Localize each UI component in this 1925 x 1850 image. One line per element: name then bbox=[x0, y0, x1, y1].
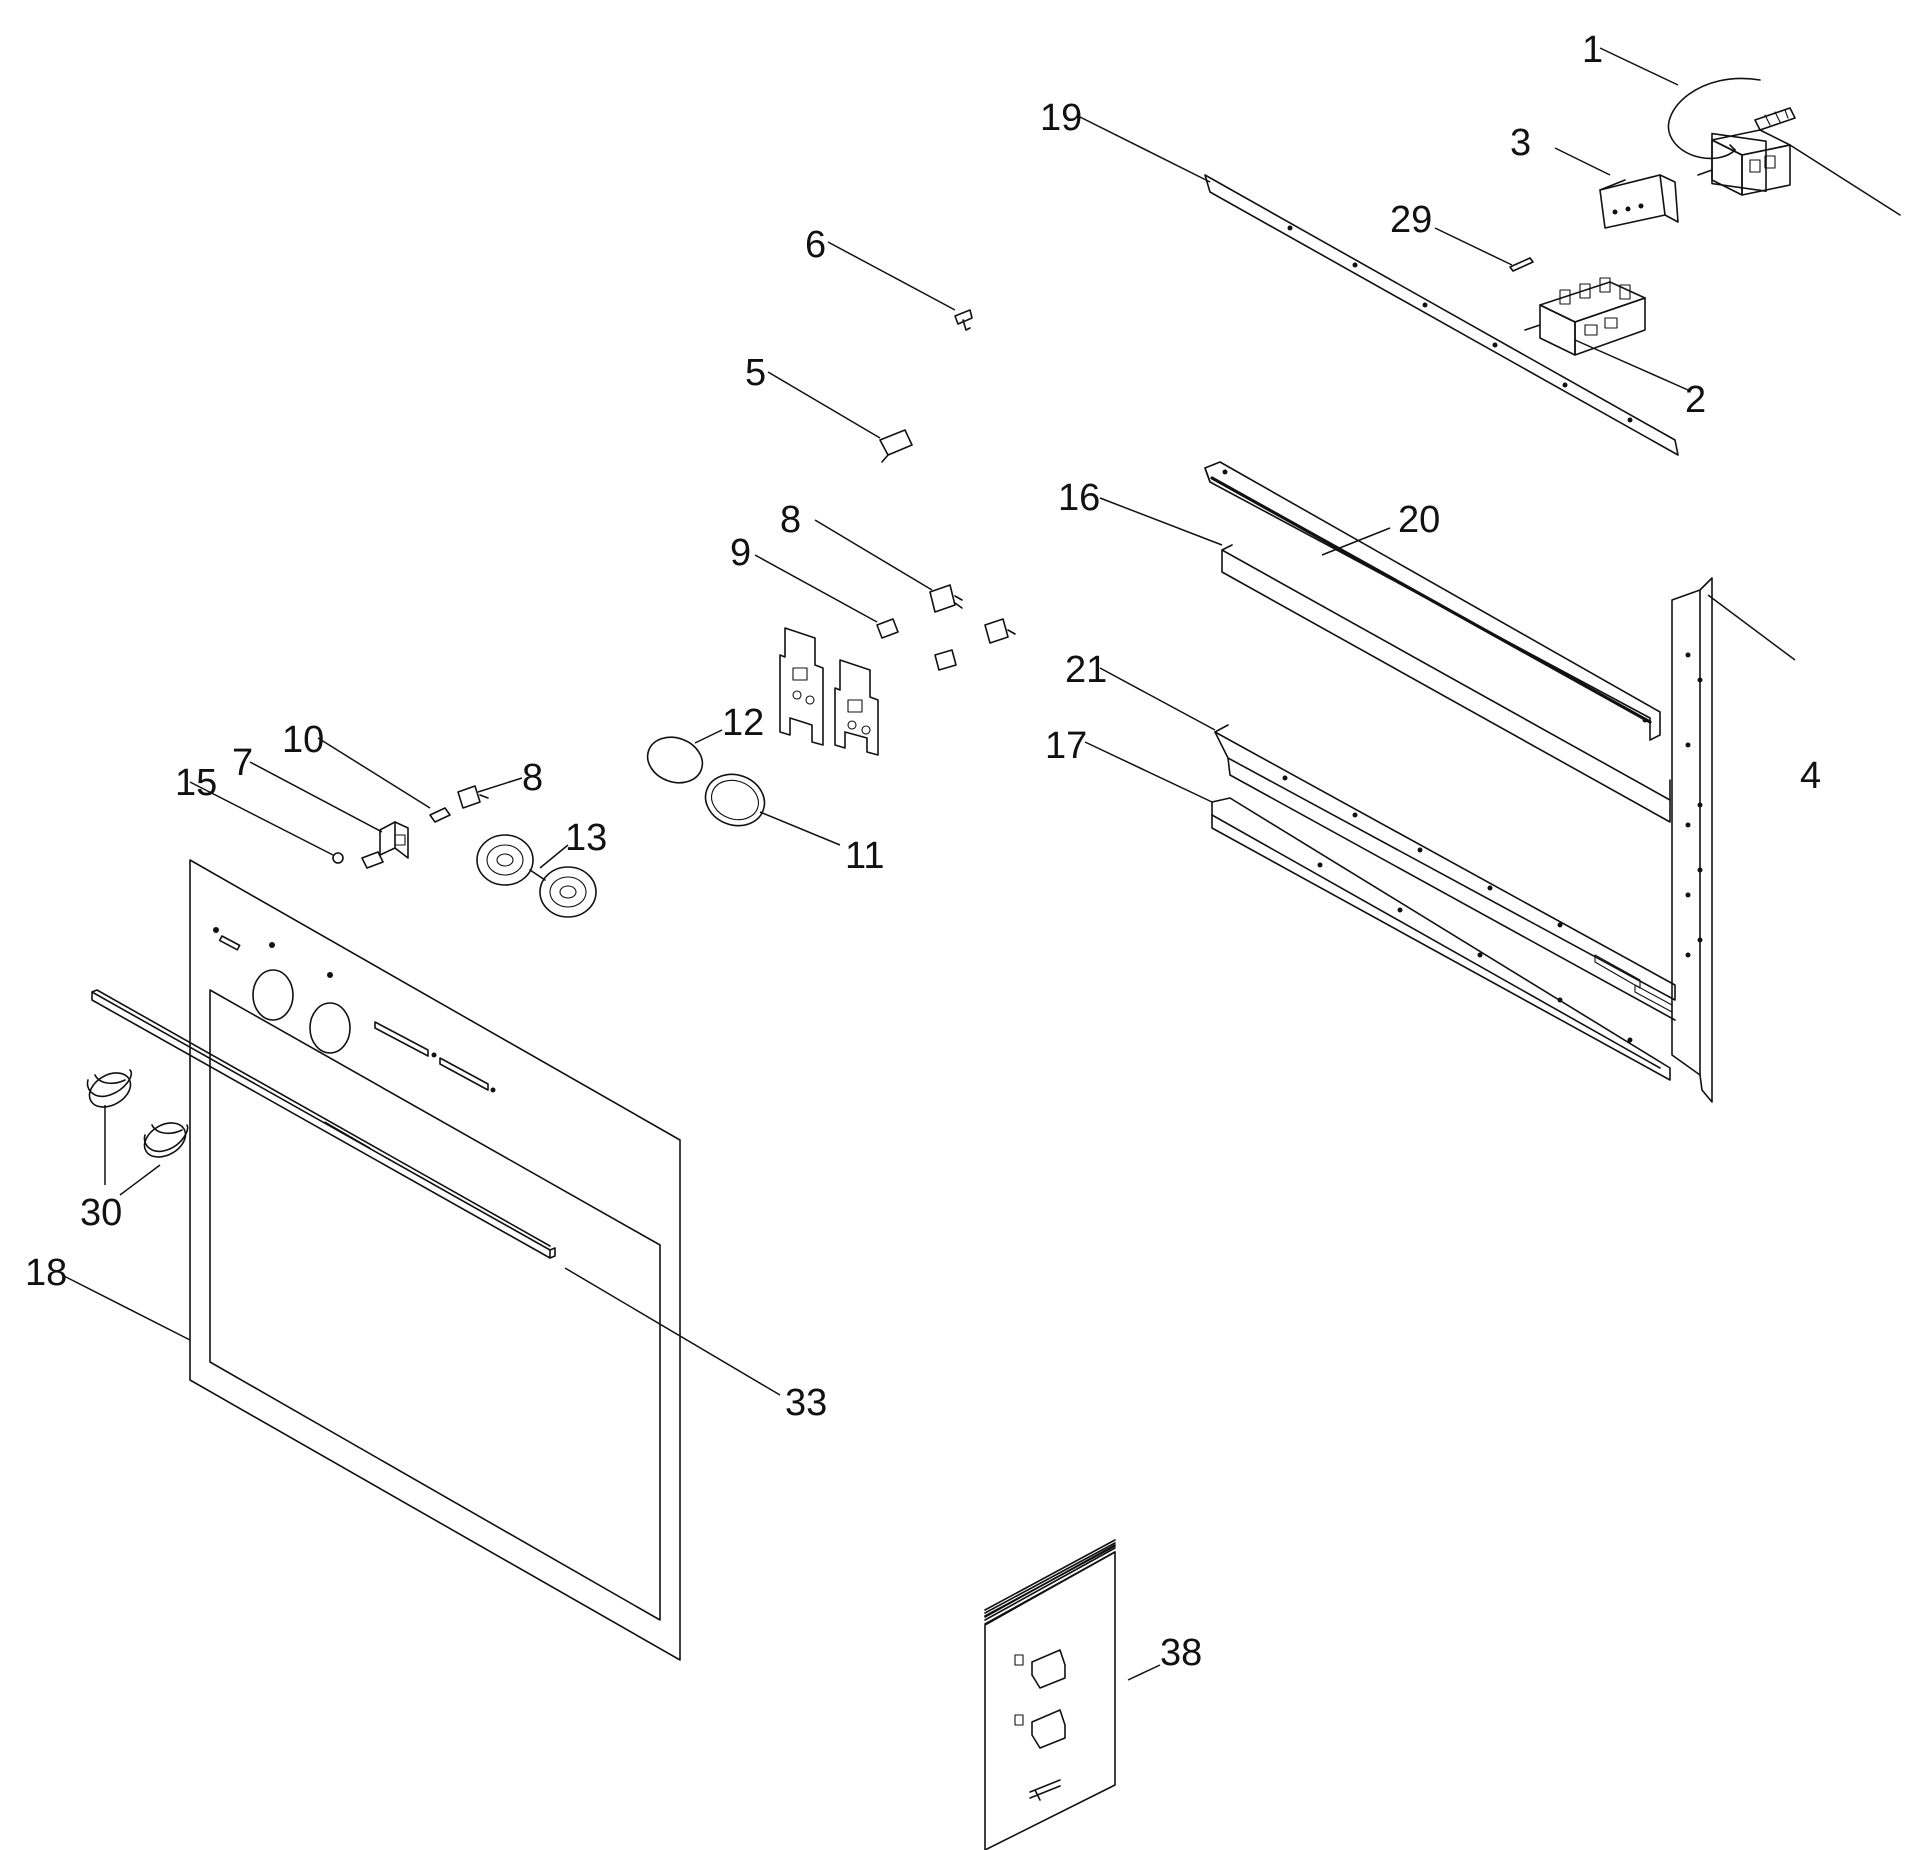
callout-10: 10 bbox=[282, 719, 324, 761]
callout-11: 11 bbox=[845, 835, 884, 877]
callout-33: 33 bbox=[785, 1382, 827, 1424]
part-33-trim-bar bbox=[91, 989, 556, 1259]
part-30-control-knobs bbox=[86, 1069, 189, 1158]
callout-labels: 1 3 29 2 19 6 5 20 16 4 21 17 8 9 12 11 … bbox=[25, 29, 1821, 1674]
part-10-connector bbox=[429, 807, 451, 823]
callout-18: 18 bbox=[25, 1252, 67, 1294]
part-16-rail-panel bbox=[1221, 544, 1671, 823]
part-9-connector bbox=[876, 618, 899, 639]
callout-4: 4 bbox=[1800, 755, 1821, 797]
callout-1: 1 bbox=[1582, 29, 1603, 71]
part-17-bottom-rail bbox=[1211, 797, 1671, 1081]
callout-12: 12 bbox=[722, 702, 764, 744]
part-18-control-panel bbox=[189, 859, 681, 1661]
callout-16: 16 bbox=[1058, 477, 1100, 519]
callout-20: 20 bbox=[1398, 499, 1440, 541]
part-20-upper-rail bbox=[1204, 461, 1661, 741]
part-38-accessory-bag bbox=[984, 1539, 1116, 1850]
callout-19: 19 bbox=[1040, 97, 1082, 139]
callout-3: 3 bbox=[1510, 122, 1531, 164]
callout-2: 2 bbox=[1685, 379, 1706, 421]
callout-30: 30 bbox=[80, 1192, 122, 1234]
part-15-knob-spindle bbox=[332, 852, 344, 864]
part-2-selector-switch bbox=[1524, 277, 1646, 356]
callout-5: 5 bbox=[745, 352, 766, 394]
part-8-connector-lower bbox=[457, 785, 489, 809]
leader-lines bbox=[61, 47, 1796, 1681]
switch-mounting-plates bbox=[779, 627, 879, 756]
part-4-side-column bbox=[1671, 577, 1713, 1103]
callout-29: 29 bbox=[1390, 199, 1432, 241]
part-21-lower-rail bbox=[1214, 724, 1676, 1021]
callout-38: 38 bbox=[1160, 1632, 1202, 1674]
part-12-disc bbox=[646, 736, 704, 784]
callout-15: 15 bbox=[175, 762, 217, 804]
callout-13: 13 bbox=[565, 817, 607, 859]
part-3-bracket bbox=[1599, 174, 1679, 229]
part-1-thermostat bbox=[1667, 77, 1901, 216]
callout-6: 6 bbox=[805, 224, 826, 266]
part-19-trim-strip bbox=[1204, 174, 1679, 456]
callout-8-upper: 8 bbox=[780, 499, 801, 541]
part-8-connector-upper bbox=[929, 584, 1016, 671]
callout-7: 7 bbox=[232, 742, 253, 784]
callout-21: 21 bbox=[1065, 649, 1107, 691]
callout-17: 17 bbox=[1045, 725, 1087, 767]
callout-8-lower: 8 bbox=[522, 757, 543, 799]
part-29-pin bbox=[1509, 257, 1534, 272]
callout-9: 9 bbox=[730, 532, 751, 574]
part-6-screw bbox=[954, 309, 973, 331]
part-7-bracket bbox=[361, 821, 409, 869]
part-13-gasket bbox=[476, 834, 597, 918]
part-11-disc bbox=[704, 773, 766, 827]
part-5-clip bbox=[879, 429, 913, 463]
